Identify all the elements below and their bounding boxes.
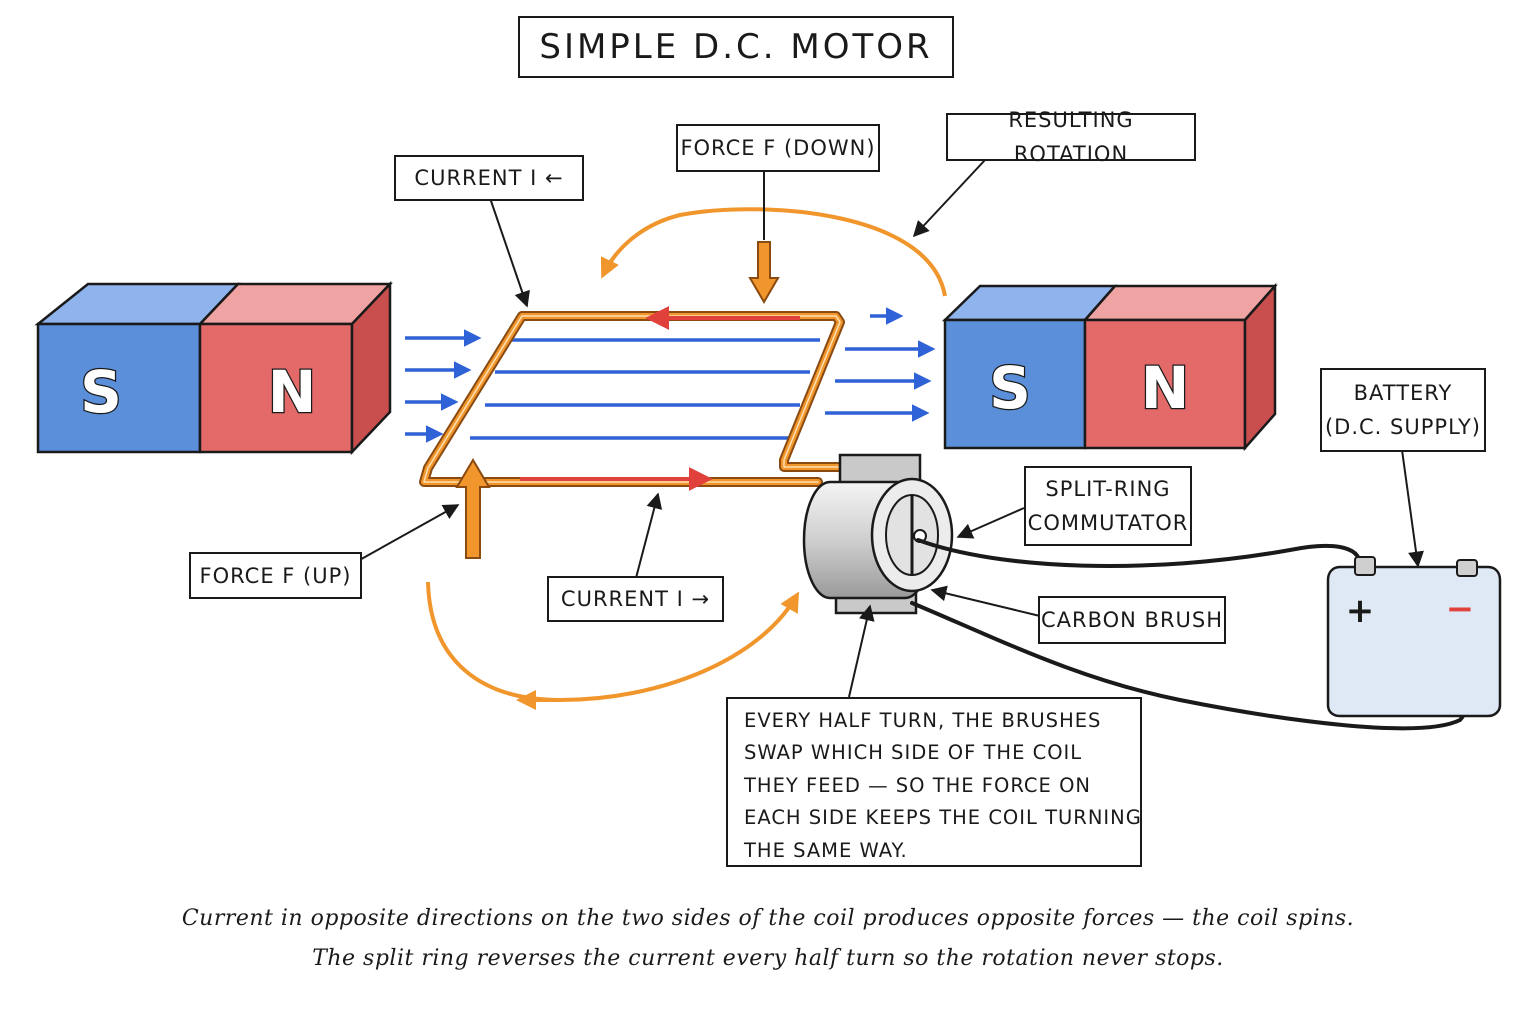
force-arrow-up [455,458,491,559]
leader-current-top [489,197,530,308]
split-ring-commutator [802,453,954,615]
current-arrows [520,306,800,491]
caption-line-2: The split ring reverses the current ever… [312,946,1224,971]
left-magnet-south-pole [36,322,202,454]
battery-positive-terminal [1354,556,1376,576]
battery-plus-sign: + [1346,591,1375,631]
rotation-arrows [426,207,947,710]
leader-battery [1401,449,1424,568]
note-line: THE SAME WAY. [744,838,908,862]
right-magnet-side [1243,282,1277,452]
page-title: SIMPLE D.C. MOTOR [518,16,954,78]
commutator-explanation-note: EVERY HALF TURN, THE BRUSHES SWAP WHICH … [726,697,1142,867]
leader-commutator [956,507,1025,539]
magnetic-field-lines [405,307,936,443]
label-current-top: CURRENT I ← [394,155,584,201]
note-line: EACH SIDE KEEPS THE COIL TURNING [744,806,1142,830]
leader-current-bottom [635,492,663,579]
right-magnet-top-north [1082,284,1278,322]
leader-rotation [912,159,986,238]
note-line: SWAP WHICH SIDE OF THE COIL [744,741,1083,765]
right-magnet-s-letter: S [989,354,1031,422]
label-carbon-brush: CARBON BRUSH [1038,596,1226,644]
label-resulting-rotation: RESULTING ROTATION [946,108,1196,166]
left-magnet: S N [34,280,393,456]
caption-line-1: Current in opposite directions on the tw… [181,906,1355,931]
force-arrow-down [748,241,780,304]
note-line: THEY FEED — SO THE FORCE ON [744,773,1092,797]
rotation-arrow-bottom [426,581,799,703]
leader-note [848,604,875,698]
label-battery: BATTERY(D.C. SUPPLY) [1320,368,1486,452]
leader-force-up [355,504,460,563]
right-magnet-n-letter: N [1141,354,1190,422]
rotation-arrow-top [600,207,947,297]
leader-carbon-brush [930,585,1041,617]
label-force-up: FORCE F (UP) [189,552,362,599]
battery: + − [1326,556,1502,718]
left-magnet-s-letter: S [80,358,122,426]
right-magnet-north-pole [1083,318,1247,450]
battery-negative-terminal [1456,559,1478,577]
left-magnet-n-letter: N [268,358,317,426]
coil-loop [419,311,845,487]
left-magnet-side [350,280,392,456]
right-magnet: S N [941,282,1278,452]
left-magnet-north-pole [198,322,354,454]
note-line: EVERY HALF TURN, THE BRUSHES [744,709,1102,732]
leader-lines [355,159,1424,698]
label-current-bottom: CURRENT I → [547,576,724,622]
wire-positive [916,538,1362,568]
battery-minus-sign: − [1446,589,1475,629]
right-magnet-south-pole [943,318,1087,450]
label-force-down: FORCE F (DOWN) [676,124,880,172]
